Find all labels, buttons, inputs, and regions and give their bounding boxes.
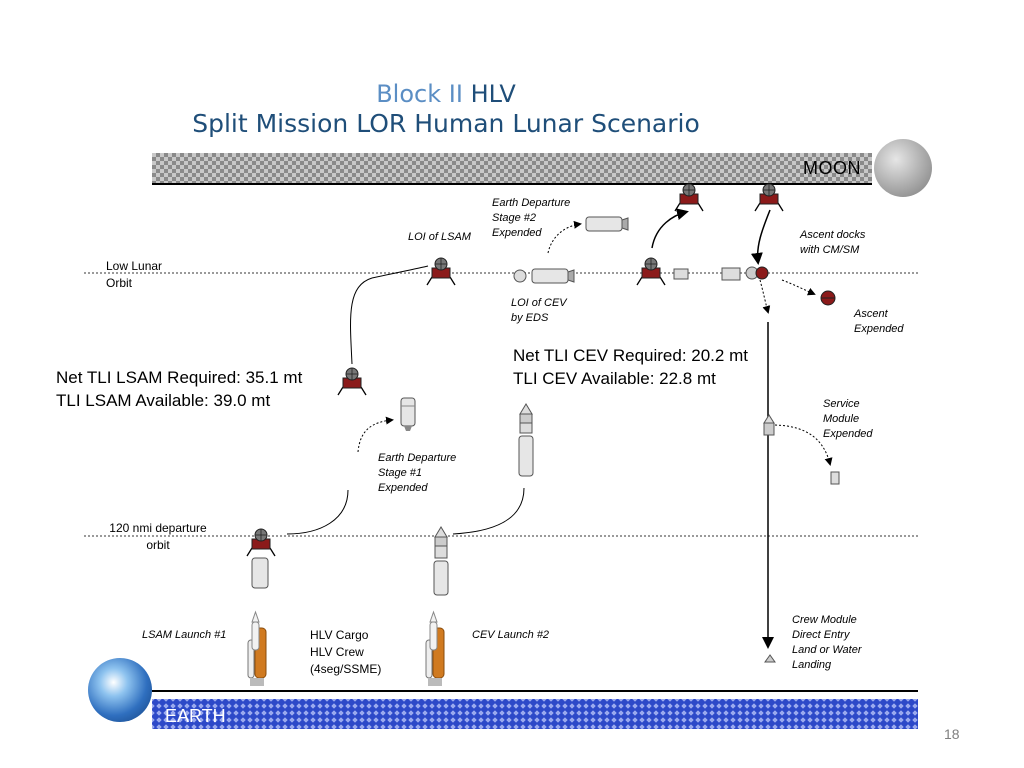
title-block: Block II xyxy=(376,80,463,108)
title-hlv: HLV xyxy=(470,80,516,108)
cev-launch-label: CEV Launch #2 xyxy=(472,629,550,641)
lsam-tli-stats: Net TLI LSAM Required: 35.1 mt TLI LSAM A… xyxy=(56,366,302,412)
moon-surface-band xyxy=(152,153,872,183)
loi-lsam-label: LOI of LSAM xyxy=(408,231,471,243)
departure-orbit-line xyxy=(84,535,918,537)
moon-icon xyxy=(874,139,932,197)
title-line-1: Block II HLV xyxy=(0,80,892,108)
earth-label: EARTH xyxy=(165,706,226,726)
moon-label: MOON xyxy=(803,158,861,178)
cev-tli-stats: Net TLI CEV Required: 20.2 mt TLI CEV Ava… xyxy=(513,344,748,390)
lsam-required: Net TLI LSAM Required: 35.1 mt xyxy=(56,368,303,387)
earth-surface-line xyxy=(152,690,918,692)
cev-available: TLI CEV Available: 22.8 mt xyxy=(513,369,716,388)
title-line-2: Split Mission LOR Human Lunar Scenario xyxy=(192,109,700,138)
earth-surface-band xyxy=(152,699,918,729)
moon-surface-line xyxy=(152,183,872,185)
lsam-available: TLI LSAM Available: 39.0 mt xyxy=(56,391,271,410)
low-lunar-orbit-line xyxy=(84,272,918,274)
cev-required: Net TLI CEV Required: 20.2 mt xyxy=(513,346,748,365)
lsam-launch-label: LSAM Launch #1 xyxy=(142,629,227,641)
page-number: 18 xyxy=(944,726,960,742)
earth-icon xyxy=(88,658,152,722)
